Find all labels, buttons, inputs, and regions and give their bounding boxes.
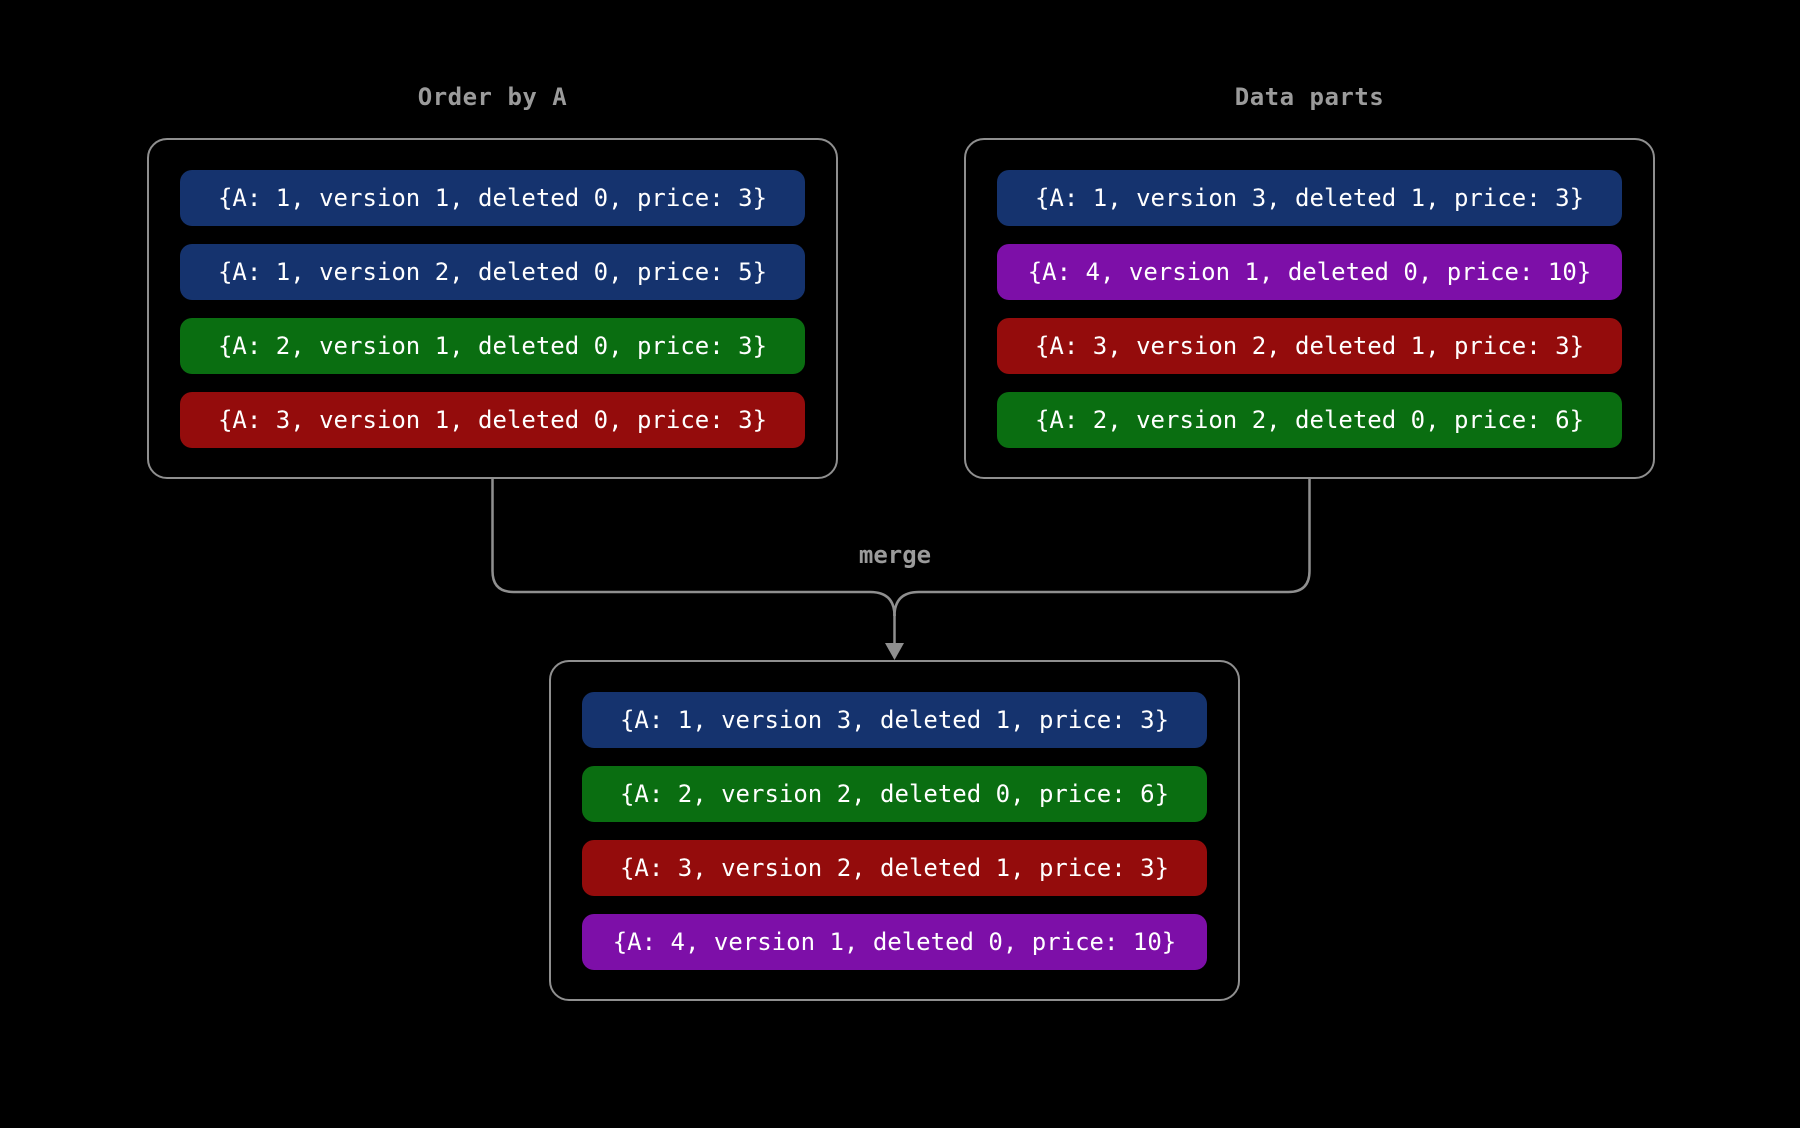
data-row: {A: 4, version 1, deleted 0, price: 10} xyxy=(997,244,1622,300)
data-parts-box: {A: 1, version 3, deleted 1, price: 3} {… xyxy=(964,138,1655,479)
order-by-a-title: Order by A xyxy=(417,83,568,111)
data-row: {A: 1, version 3, deleted 1, price: 3} xyxy=(582,692,1207,748)
merged-result-box: {A: 1, version 3, deleted 1, price: 3} {… xyxy=(549,660,1240,1001)
data-row: {A: 1, version 3, deleted 1, price: 3} xyxy=(997,170,1622,226)
arrowhead-icon xyxy=(885,643,904,660)
data-row: {A: 1, version 1, deleted 0, price: 3} xyxy=(180,170,805,226)
data-row: {A: 2, version 2, deleted 0, price: 6} xyxy=(582,766,1207,822)
data-row: {A: 1, version 2, deleted 0, price: 5} xyxy=(180,244,805,300)
data-row: {A: 3, version 2, deleted 1, price: 3} xyxy=(582,840,1207,896)
data-row: {A: 4, version 1, deleted 0, price: 10} xyxy=(582,914,1207,970)
data-row: {A: 3, version 1, deleted 0, price: 3} xyxy=(180,392,805,448)
merge-label: merge xyxy=(858,541,932,569)
data-row: {A: 3, version 2, deleted 1, price: 3} xyxy=(997,318,1622,374)
order-by-a-box: {A: 1, version 1, deleted 0, price: 3} {… xyxy=(147,138,838,479)
data-row: {A: 2, version 1, deleted 0, price: 3} xyxy=(180,318,805,374)
data-parts-title: Data parts xyxy=(1234,83,1385,111)
data-row: {A: 2, version 2, deleted 0, price: 6} xyxy=(997,392,1622,448)
